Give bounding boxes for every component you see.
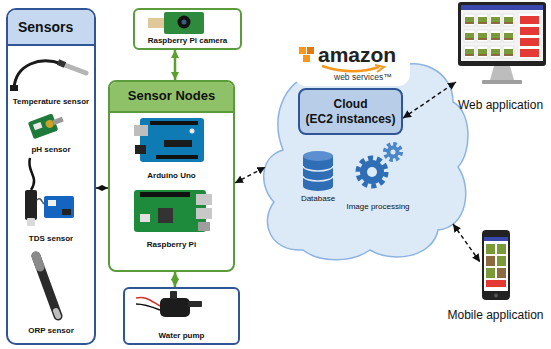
ph-sensor-image: [28, 111, 66, 140]
raspberry-pi-image: [134, 190, 212, 232]
board-caption: Raspberry Pi: [110, 240, 233, 249]
pump-box: Water pump: [123, 287, 240, 345]
icon-caption: Database: [288, 194, 348, 203]
ec2-box: Cloud(EC2 instances): [298, 88, 403, 135]
device-caption: Raspberry Pi camera: [148, 36, 228, 45]
camera-image: [148, 12, 204, 34]
mobile-phone: [482, 230, 510, 300]
connector-arrow: [174, 50, 177, 80]
sensor-group-box: Sensors: [6, 8, 96, 345]
group-heading: Sensors: [8, 10, 94, 46]
water-pump-image: [136, 291, 202, 317]
web-app: Web application: [452, 0, 549, 116]
orp-sensor-image: [36, 256, 58, 316]
connector-arrow: [453, 224, 480, 262]
board-caption: Arduino Uno: [110, 171, 233, 180]
aws-logo: [294, 34, 410, 86]
sensor-caption: ORP sensor: [8, 326, 94, 335]
sensor-caption: TDS sensor: [8, 234, 94, 243]
box-heading: Cloud: [334, 97, 368, 111]
device-caption: Water pump: [159, 331, 205, 340]
connector-arrow: [235, 167, 265, 183]
tds-sensor-image: [25, 158, 74, 226]
sensor-caption: Temperature sensor: [8, 97, 94, 106]
arduino-image: [134, 118, 204, 162]
camera-box: Raspberry Pi camera: [133, 8, 242, 50]
mobile-app: Mobile application: [442, 226, 549, 326]
app-caption: Mobile application: [447, 309, 543, 323]
box-subheading: (EC2 instances): [305, 112, 395, 126]
logo-subtitle: web services™: [334, 73, 406, 82]
logo-wordmark: amazon: [318, 44, 402, 65]
database-icon: [303, 151, 333, 191]
icon-caption: Image processing: [338, 202, 418, 211]
app-caption: Web application: [458, 99, 543, 113]
cloud-outline-path: [264, 59, 468, 260]
connector-arrow: [174, 272, 177, 287]
web-app-monitor: [458, 2, 546, 84]
group-heading: Sensor Nodes: [110, 82, 233, 113]
connector-arrow: [96, 187, 108, 189]
sensor-caption: pH sensor: [8, 145, 94, 154]
cloud-shape: DatabaseImage processing Cloud(EC2 instan…: [258, 62, 470, 262]
temperature-sensor-image: [10, 61, 86, 91]
